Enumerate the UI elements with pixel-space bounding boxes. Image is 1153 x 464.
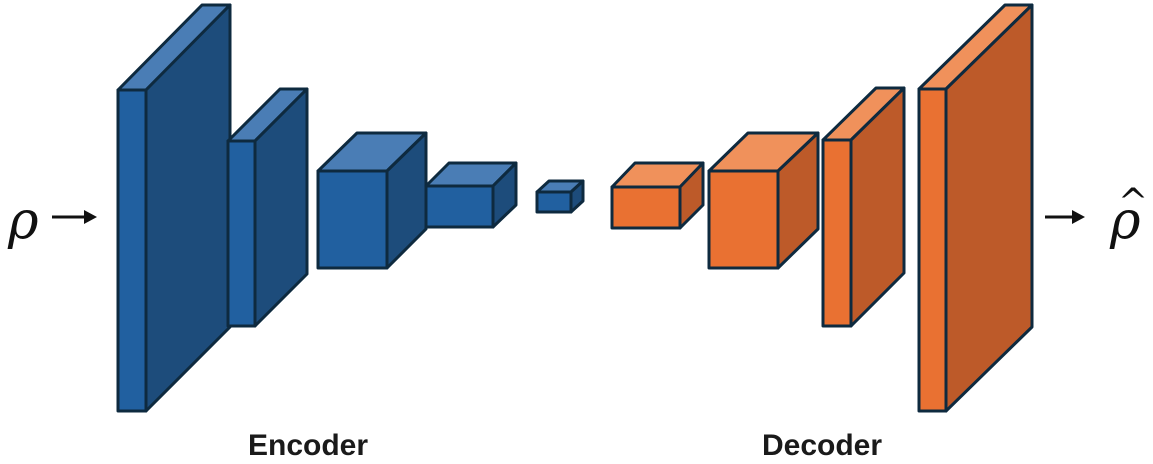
encoder-layer-4: [424, 161, 518, 229]
encoder-layer-1: [116, 3, 232, 413]
encoder-layer-2: [226, 87, 309, 328]
decoder-layer-2: [707, 131, 820, 270]
decoder-layer-3: [821, 86, 906, 328]
decoder-label: Decoder: [762, 429, 882, 462]
encoder-layer-3: [316, 131, 428, 270]
decoder-layer-4: [917, 3, 1034, 413]
output-hat: ^: [1118, 182, 1148, 223]
encoder-label: Encoder: [248, 429, 368, 462]
bottleneck-layer: [535, 179, 585, 214]
input-arrow: [52, 210, 97, 224]
input-symbol: ρ: [7, 191, 39, 251]
decoder-layer-1: [610, 161, 705, 230]
output-symbol: ρ: [1109, 191, 1141, 251]
output-arrow: [1045, 210, 1085, 224]
